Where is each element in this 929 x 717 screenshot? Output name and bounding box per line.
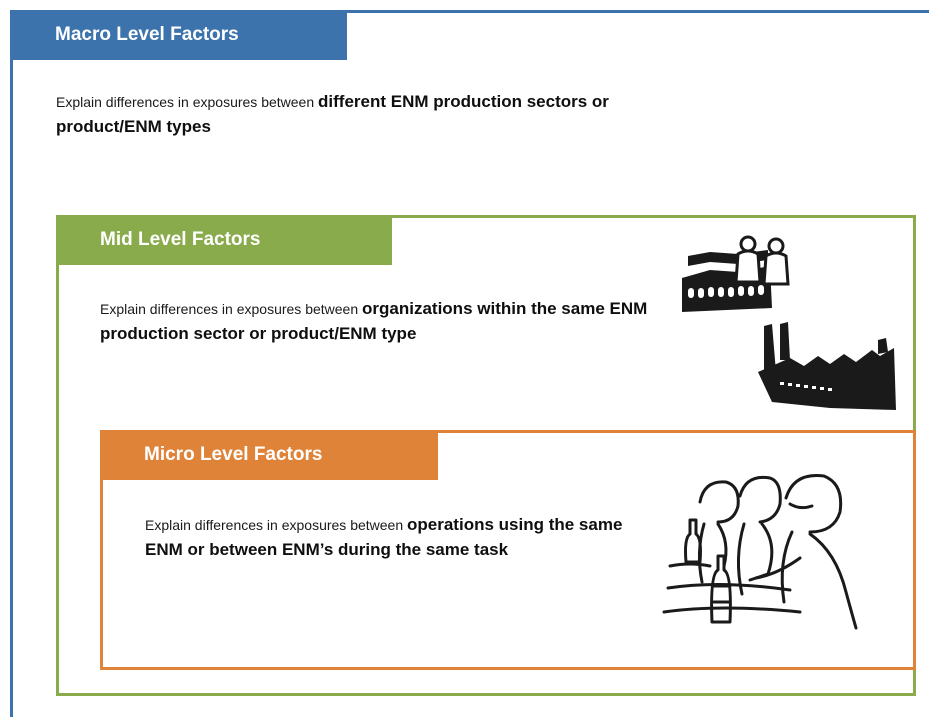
mid-desc-plain: Explain differences in exposures between	[100, 301, 363, 317]
mid-level-description: Explain differences in exposures between…	[100, 297, 690, 347]
lab-workers-icon	[662, 473, 858, 630]
micro-level-description: Explain differences in exposures between…	[145, 513, 635, 563]
micro-desc-bold: operations using the same ENM or between…	[145, 515, 623, 559]
micro-level-frame	[100, 430, 916, 670]
macro-level-frame	[10, 10, 929, 717]
macro-level-header: Macro Level Factors	[10, 10, 347, 60]
mid-level-header: Mid Level Factors	[56, 215, 392, 265]
macro-desc-bold: different ENM production sectors or prod…	[56, 92, 609, 136]
factory-and-workers-icon	[682, 235, 896, 410]
mid-desc-bold: organizations within the same ENM produc…	[100, 299, 648, 343]
micro-desc-plain: Explain differences in exposures between	[145, 517, 408, 533]
macro-level-description: Explain differences in exposures between…	[56, 90, 696, 140]
macro-desc-plain: Explain differences in exposures between	[56, 94, 319, 110]
micro-level-header: Micro Level Factors	[100, 430, 438, 480]
